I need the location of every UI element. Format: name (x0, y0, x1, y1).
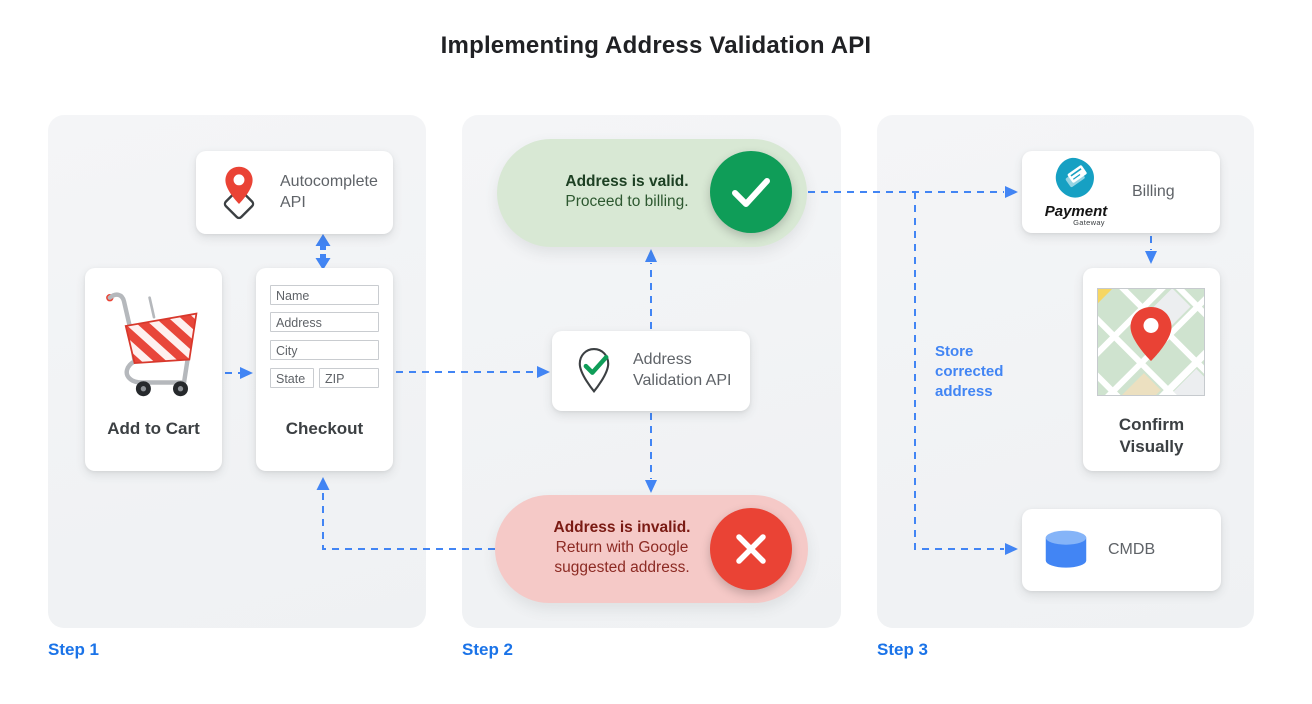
arrow-store-corrected (914, 192, 1004, 550)
map-thumbnail (1097, 288, 1205, 396)
add-to-cart-card: Add to Cart (85, 268, 222, 471)
add-to-cart-label: Add to Cart (107, 419, 200, 438)
valid-message-bold: Address is valid. (565, 173, 689, 190)
arrow-heads (240, 186, 1157, 555)
invalid-message: Address is invalid. Return with Google s… (517, 518, 727, 578)
payment-gateway-icon (1055, 158, 1095, 198)
store-corrected-address-note: Store corrected address (935, 343, 1004, 400)
address-valid-pill: Address is valid. Proceed to billing. (497, 139, 807, 247)
pin-check-icon (578, 348, 610, 393)
invalid-circle (710, 508, 792, 590)
checkout-card: Name Address City State ZIP Checkout (256, 268, 393, 471)
checkout-label: Checkout (285, 419, 364, 438)
autocomplete-api-card: Autocomplete API (196, 151, 393, 234)
invalid-message-line1: Return with Google (555, 539, 689, 556)
payment-logo-title: Payment (1044, 203, 1108, 221)
confirm-visually-card: Confirm Visually (1083, 268, 1220, 471)
database-cylinder-icon (1045, 530, 1087, 568)
billing-label: Billing (1132, 182, 1175, 200)
cmdb-card: CMDB (1022, 509, 1221, 591)
address-validation-api-card: Address Validation API (552, 331, 750, 411)
zip-field: ZIP (319, 368, 379, 388)
step2-label: Step 2 (462, 640, 514, 659)
address-field: Address (270, 312, 379, 332)
cmdb-label: CMDB (1108, 540, 1156, 558)
page-title: Implementing Address Validation API (440, 32, 872, 59)
double-arrow-down (315, 254, 331, 270)
x-circle-icon (736, 534, 766, 564)
address-invalid-pill: Address is invalid. Return with Google s… (495, 495, 808, 603)
invalid-message-bold: Address is invalid. (553, 519, 691, 536)
arrow-invalid-to-checkout (322, 492, 495, 550)
payment-logo-subtitle: Gateway (1073, 218, 1105, 228)
valid-message-text: Proceed to billing. (565, 193, 689, 210)
invalid-message-line2: suggested address. (554, 559, 690, 576)
shopping-cart-icon (105, 292, 197, 397)
map-pin-diamond-icon (223, 166, 255, 219)
name-field: Name (270, 285, 379, 305)
billing-card: Payment Gateway Billing (1022, 151, 1220, 233)
confirm-visually-label: Confirm Visually (1118, 415, 1185, 457)
address-validation-api-label: Address Validation API (633, 351, 732, 389)
payment-gateway-logo: Payment Gateway (1036, 156, 1116, 227)
city-field: City (270, 340, 379, 360)
valid-circle (710, 151, 792, 233)
state-field: State (270, 368, 314, 388)
step1-label: Step 1 (48, 640, 100, 659)
autocomplete-api-label: Autocomplete API (280, 172, 378, 211)
double-arrow-up (315, 234, 331, 250)
check-circle-icon (732, 178, 770, 207)
valid-message: Address is valid. Proceed to billing. (523, 172, 731, 212)
step3-label: Step 3 (877, 640, 929, 659)
